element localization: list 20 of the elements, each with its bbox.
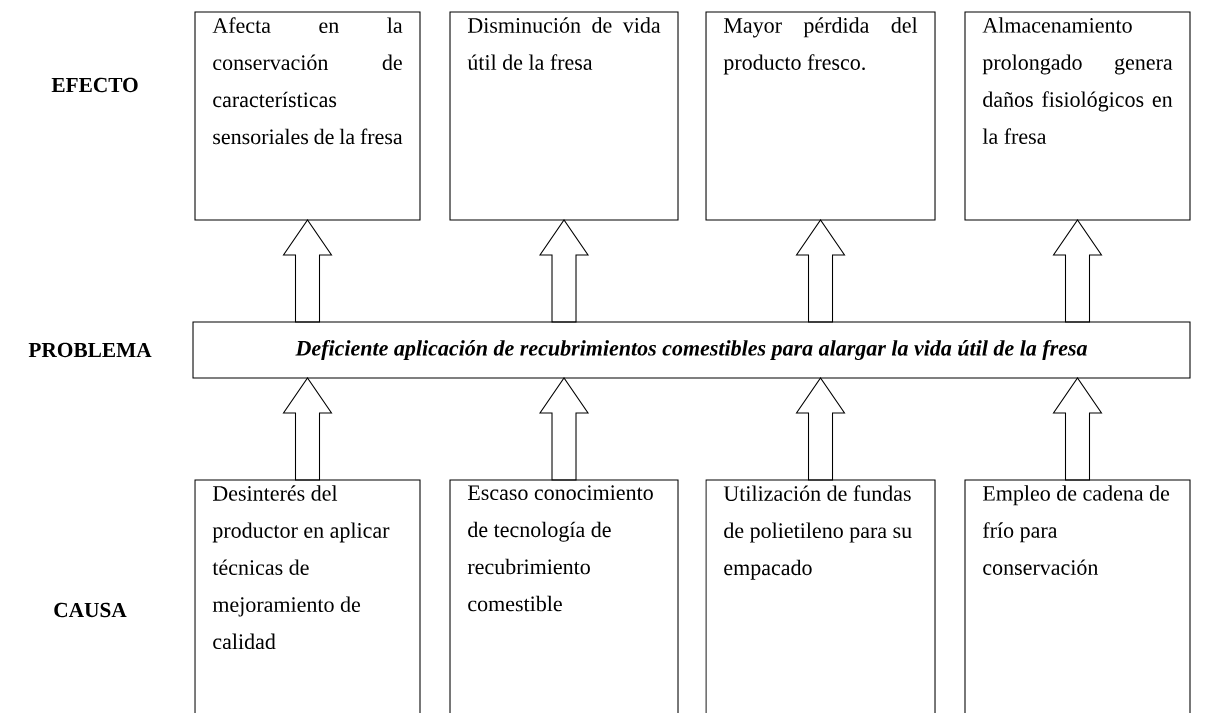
block-arrow [539,219,590,323]
block-arrow [1052,219,1103,323]
effect-box: Mayor pérdida del producto fresco. [705,11,936,221]
block-arrow [795,219,846,323]
row-label: EFECTO [51,77,138,93]
cause-box: Empleo de cadena de frío para conservación [964,479,1191,713]
block-arrow [1052,377,1103,481]
problem-box: Deficiente aplicación de recubrimientos comestibles para alargar la vida útil de la fresa [192,321,1191,379]
row-label: CAUSA [54,602,127,618]
block-arrow [795,377,846,481]
cause-box: Escaso conocimiento de tecnología de recubrimiento comestible [449,479,679,713]
row-label: PROBLEMA [28,342,152,358]
effect-box: Almacenamiento prolongado genera daños fisiológicos en la fresa [964,11,1191,221]
block-arrow [539,377,590,481]
cause-box: Utilización de fundas de polietileno para su empacado [705,479,936,713]
cause-box: Desinterés del productor en aplicar técnicas de mejoramiento de calidad [194,479,421,713]
effect-box: Disminución de vida útil de la fresa [449,11,679,221]
effect-box: Afecta en la conservación de características sensoriales de la fresa [194,11,421,221]
block-arrow [282,377,333,481]
block-arrow [282,219,333,323]
